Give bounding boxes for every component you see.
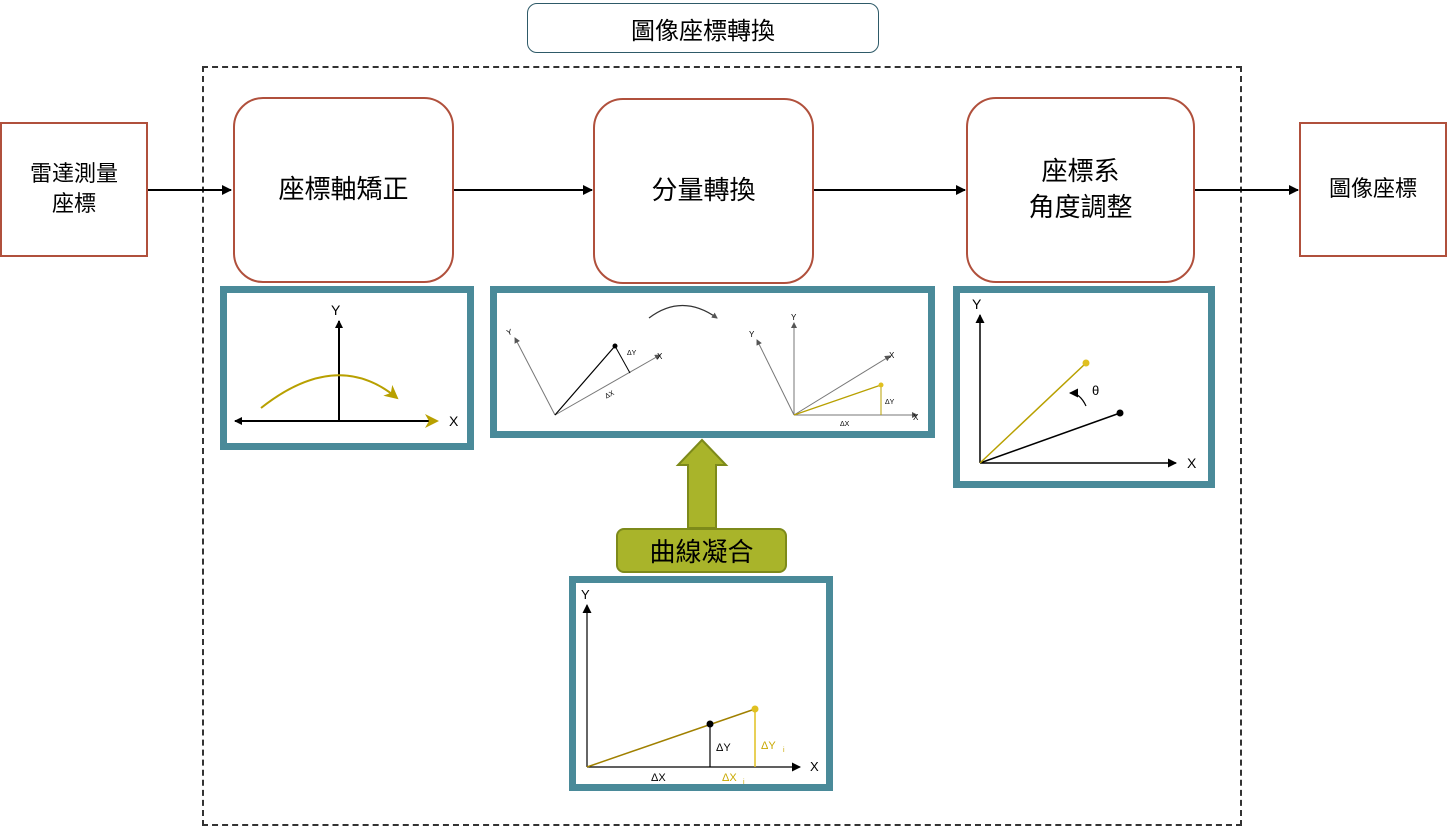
fit-line <box>586 708 756 768</box>
rotation-arrow <box>260 374 399 409</box>
theta-arc <box>1069 388 1087 407</box>
stage-angle-adjust-line1: 座標系 <box>1041 157 1120 187</box>
svg-text:ΔY: ΔY <box>716 742 731 754</box>
stage-component-transform: 分量轉換 <box>593 98 814 284</box>
label-y: Y <box>331 302 341 318</box>
svg-text:Y: Y <box>581 587 590 602</box>
curve-fitting-box: 曲線凝合 <box>616 528 787 573</box>
axis-correction-figure: Y X <box>220 286 474 450</box>
component-transform-figure: Y X ΔY ΔX Y Y X X ΔY ΔX <box>490 286 935 438</box>
input-label-line2: 座標 <box>51 191 96 217</box>
svg-text:i: i <box>743 779 745 784</box>
curve-fitting-label: 曲線凝合 <box>649 538 754 568</box>
svg-text:θ: θ <box>1092 383 1099 398</box>
svg-text:ΔX: ΔX <box>840 421 850 428</box>
stage-component-transform-label: 分量轉換 <box>651 176 756 206</box>
svg-text:Y: Y <box>791 313 797 322</box>
image-coordinate-output-box: 圖像座標 <box>1299 122 1447 257</box>
svg-text:ΔX: ΔX <box>651 772 666 784</box>
stage-axis-correction: 座標軸矯正 <box>233 97 454 283</box>
diagram-title: 圖像座標轉換 <box>527 3 879 53</box>
svg-text:i: i <box>783 747 785 754</box>
svg-text:ΔY: ΔY <box>627 350 637 357</box>
svg-text:Y: Y <box>749 330 755 339</box>
stage-angle-adjust-line2: 角度調整 <box>1028 193 1133 223</box>
svg-text:X: X <box>913 413 919 422</box>
svg-text:Y: Y <box>972 296 982 312</box>
svg-text:ΔX: ΔX <box>604 390 616 401</box>
radar-coordinate-input-box: 雷達測量 座標 <box>0 122 148 257</box>
svg-text:X: X <box>889 351 895 360</box>
input-label-line1: 雷達測量 <box>29 161 118 187</box>
transform-arc-arrow <box>648 305 718 319</box>
stage-angle-adjust: 座標系 角度調整 <box>966 97 1195 283</box>
svg-text:X: X <box>1187 455 1197 471</box>
svg-text:ΔX: ΔX <box>722 772 737 784</box>
svg-text:ΔY: ΔY <box>761 740 776 752</box>
svg-text:Y: Y <box>505 327 514 338</box>
svg-text:ΔY: ΔY <box>885 399 895 406</box>
svg-text:X: X <box>657 352 663 361</box>
output-label: 圖像座標 <box>1328 176 1417 202</box>
label-x: X <box>449 413 459 429</box>
transform-group-boundary <box>202 66 1242 826</box>
angle-adjust-figure: θ Y X <box>953 286 1215 488</box>
svg-text:X: X <box>810 759 819 774</box>
original-vector <box>979 412 1121 464</box>
stage-axis-correction-label: 座標軸矯正 <box>278 175 409 205</box>
rotated-vector <box>979 362 1087 464</box>
curve-fitting-figure: Y X ΔY ΔX ΔY i ΔX i <box>569 576 833 791</box>
